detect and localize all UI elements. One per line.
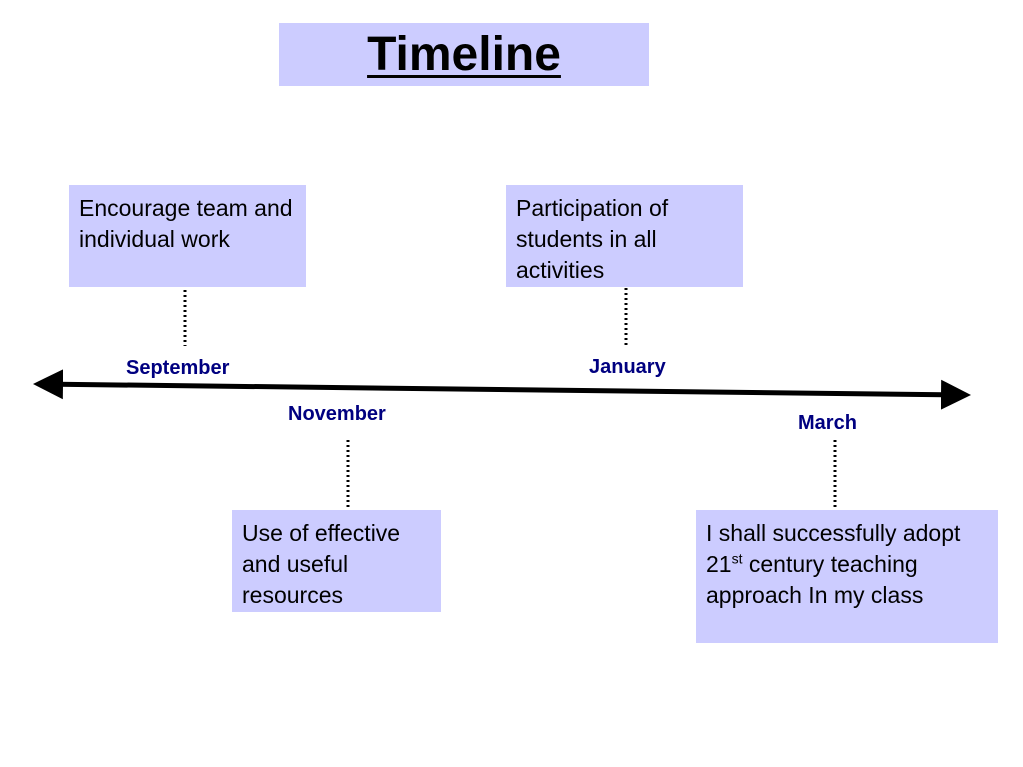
milestone-note-january: Participation of students in all activit… [506, 185, 743, 287]
note-text-after: century teaching approach In my class [706, 551, 924, 608]
note-text: Participation of students in all activit… [516, 195, 669, 283]
milestone-note-september: Encourage team and individual work [69, 185, 306, 287]
note-text: Use of effective and useful resources [242, 520, 401, 608]
note-text-before: I shall successfully adopt 21 [706, 520, 961, 577]
month-label-september: September [126, 357, 230, 379]
milestone-note-november: Use of effective and useful resources [232, 510, 441, 612]
note-superscript: st [731, 550, 743, 567]
month-label-january: January [589, 356, 666, 378]
month-label-november: November [288, 403, 386, 425]
title-box: Timeline [279, 23, 649, 86]
milestone-note-march: I shall successfully adopt 21st century … [696, 510, 998, 643]
page-title: Timeline [367, 28, 561, 81]
timeline-axis-arrow [33, 369, 971, 410]
note-text: Encourage team and individual work [79, 195, 293, 252]
month-label-march: March [798, 412, 857, 434]
